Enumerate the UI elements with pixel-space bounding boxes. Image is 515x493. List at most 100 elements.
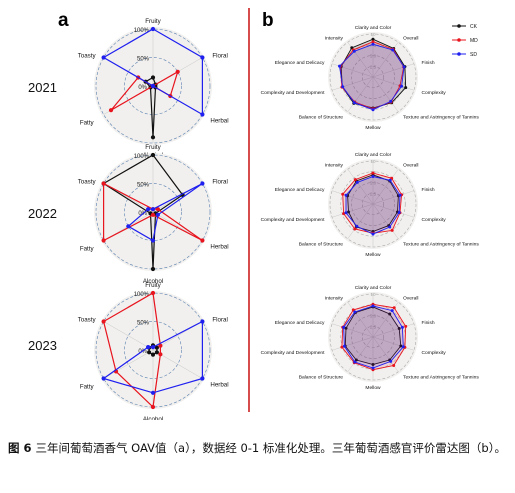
point-SD	[352, 101, 356, 105]
grid-spoke	[347, 336, 374, 372]
point-MD	[404, 324, 408, 328]
axis-label: Intensity	[325, 162, 344, 168]
grid-spoke	[372, 190, 414, 205]
point-CK	[150, 135, 156, 140]
axis-label: Texture and Astringency of Tannins	[403, 242, 479, 248]
axis-label: Fatty	[80, 246, 95, 253]
tick-label: 0%	[138, 85, 147, 91]
tick-label: 2.5	[370, 324, 377, 329]
tick-label: 5.0	[370, 54, 377, 59]
axis-label: Toasty	[78, 53, 97, 60]
tick-label: 10	[370, 292, 376, 297]
point-SD	[101, 376, 106, 381]
point-MD	[353, 178, 357, 182]
point-CK	[344, 326, 348, 330]
point-CK	[347, 210, 350, 214]
point-SD	[341, 85, 345, 89]
point-SD	[400, 84, 404, 88]
point-SD	[200, 181, 205, 186]
axis-label: Complexity and Development	[261, 217, 326, 223]
point-SD	[150, 26, 156, 32]
point-CK	[399, 344, 403, 348]
grid-ring	[124, 57, 182, 115]
radar-charts: 0%50%100%FruityFloralHerbalAlcoholFattyT…	[28, 18, 479, 420]
axis-label: Complexity	[422, 90, 447, 96]
radar-chart-b-2: 2.55.07.510Clarity and ColorOverallFinis…	[261, 152, 480, 258]
point-SD	[400, 325, 404, 329]
axis-label: Complexity and Development	[261, 90, 326, 96]
point-MD	[108, 108, 114, 113]
grid-spoke	[372, 203, 399, 239]
legend-marker	[457, 24, 461, 28]
radar-chart-a-2022: 0%50%100%FruityFloralHerbalAlcoholFattyT…	[28, 144, 229, 285]
axis-label: Mellow	[365, 125, 381, 131]
point-SD	[146, 345, 151, 350]
axis-label: Finish	[422, 60, 435, 66]
axis-label: Intensity	[325, 295, 344, 301]
grid-spoke	[372, 76, 399, 112]
year-label: 2021	[28, 80, 57, 95]
point-CK	[150, 352, 156, 357]
point-MD	[158, 343, 163, 348]
panel-a-letter: a	[58, 10, 69, 31]
axis-label: Overall	[403, 162, 419, 168]
grid-spoke	[347, 203, 374, 239]
point-SD	[101, 55, 106, 60]
grid-spoke	[347, 76, 374, 112]
radar-chart-a-2023: 0%50%100%FruityFloralHerbalAlcoholFattyT…	[28, 282, 229, 420]
point-SD	[389, 99, 393, 103]
tick-label: 5.0	[370, 181, 377, 186]
point-SD	[200, 376, 205, 381]
legend-item-SD: SD	[452, 52, 477, 58]
grid-spoke	[347, 302, 374, 338]
point-SD	[402, 65, 406, 69]
axis-label: Fatty	[80, 120, 95, 127]
point-SD	[353, 310, 357, 314]
year-label: 2022	[28, 206, 57, 221]
grid-spoke	[103, 321, 154, 351]
point-SD	[371, 175, 375, 178]
axis-label: Elegance and Delicacy	[275, 320, 325, 326]
point-SD	[342, 344, 346, 348]
point-MD	[101, 319, 106, 324]
point-SD	[342, 325, 346, 329]
tick-label: 100%	[134, 154, 150, 160]
grid-spoke	[347, 169, 374, 205]
grid-spoke	[332, 323, 374, 338]
series-SD	[102, 28, 203, 116]
point-SD	[401, 345, 405, 349]
point-MD	[150, 212, 156, 217]
axis-label: Clarity and Color	[355, 152, 392, 158]
point-SD	[371, 232, 375, 236]
tick-label: 50%	[137, 321, 150, 327]
axis-label: Mellow	[365, 252, 381, 258]
caption-text: 三年间葡萄酒香气 OAV值（a），数据经 0-1 标准化处理。三年葡萄酒感官评价…	[35, 441, 506, 455]
point-SD	[398, 193, 402, 197]
caption-label: 图 6	[8, 441, 32, 455]
tick-label: 2.5	[370, 64, 377, 69]
axis-label: Finish	[422, 187, 435, 193]
point-SD	[150, 390, 156, 395]
grid-spoke	[332, 76, 374, 91]
grid-spoke	[372, 203, 414, 218]
tick-label: 50%	[137, 183, 150, 189]
point-SD	[200, 112, 205, 117]
axis-label: Complexity	[422, 217, 447, 223]
point-SD	[397, 211, 401, 214]
point-MD	[150, 290, 156, 296]
point-MD	[175, 69, 180, 74]
axis-label: Mellow	[365, 385, 381, 391]
grid-ring	[124, 321, 182, 379]
point-SD	[352, 49, 356, 53]
grid-spoke	[332, 190, 374, 205]
grid-spoke	[332, 336, 374, 351]
point-SD	[388, 178, 392, 182]
axis-label: Fruity	[145, 144, 161, 151]
legend-label: MD	[470, 38, 478, 44]
point-SD	[126, 224, 131, 229]
legend-item-CK: CK	[452, 24, 478, 30]
point-MD	[342, 212, 346, 216]
axis-label: Fatty	[80, 384, 95, 391]
point-MD	[158, 352, 163, 357]
